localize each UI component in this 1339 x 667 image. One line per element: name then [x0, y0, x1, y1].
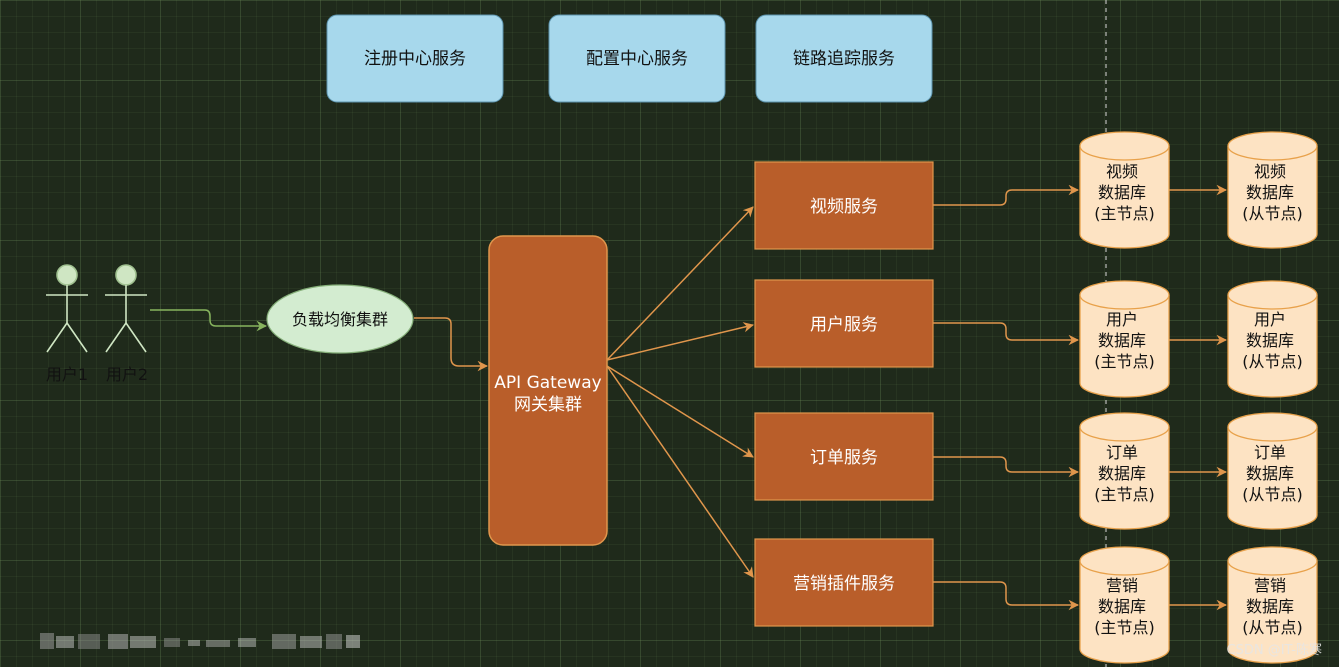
svg-text:营销 数据库 (主节点): 营销 数据库 (主节点)	[1094, 576, 1155, 637]
svg-text:视频 数据库 (主节点): 视频 数据库 (主节点)	[1094, 162, 1155, 223]
gateway-subtitle: 网关集群	[514, 395, 582, 415]
db-cylinder-video-slave[interactable]: 视频 数据库 (从节点)	[1227, 131, 1318, 249]
infra-box-tracing[interactable]: 链路追踪服务	[755, 14, 933, 103]
db-cylinder-video-master[interactable]: 视频 数据库 (主节点)	[1079, 131, 1170, 249]
db-label-line: 数据库	[1246, 331, 1294, 350]
db-label-line: 视频	[1106, 162, 1138, 181]
service-box-marketing[interactable]: 营销插件服务	[754, 538, 934, 627]
infra-label: 注册中心服务	[364, 49, 466, 69]
lb-label: 负载均衡集群	[292, 310, 388, 329]
db-label-line: (主节点)	[1094, 485, 1155, 504]
edge-user-to-master	[933, 322, 1080, 346]
db-label-line: 数据库	[1246, 597, 1294, 616]
service-box-order[interactable]: 订单服务	[754, 412, 934, 501]
service-label: 营销插件服务	[793, 574, 895, 594]
svg-text:订单 数据库 (主节点): 订单 数据库 (主节点)	[1094, 443, 1155, 504]
db-label-line: 数据库	[1098, 464, 1146, 483]
service-label: 用户服务	[810, 315, 878, 335]
user-actor-1[interactable]	[46, 264, 88, 353]
user-label-1: 用户1	[46, 365, 88, 384]
edge-user-to-lb	[150, 309, 268, 332]
svg-text:用户 数据库 (从节点): 用户 数据库 (从节点)	[1242, 310, 1303, 371]
db-label-line: (从节点)	[1242, 485, 1303, 504]
edge-gateway-to-video	[606, 206, 754, 361]
db-label-line: (主节点)	[1094, 618, 1155, 637]
user-label-2: 用户2	[106, 365, 148, 384]
infra-label: 配置中心服务	[586, 49, 688, 69]
service-box-user[interactable]: 用户服务	[754, 279, 934, 368]
db-label-line: 用户	[1254, 310, 1286, 329]
edge-order-to-master	[933, 456, 1080, 478]
infra-label: 链路追踪服务	[793, 49, 895, 69]
api-gateway-node[interactable]: API Gateway 网关集群	[488, 235, 608, 546]
edge-video-to-master	[933, 184, 1080, 206]
pixelated-caption	[40, 633, 360, 649]
watermark: CSDN @IT-陈寒	[1227, 642, 1322, 658]
infra-box-config[interactable]: 配置中心服务	[548, 14, 726, 103]
db-cylinder-user-slave[interactable]: 用户 数据库 (从节点)	[1227, 280, 1318, 398]
db-label-line: (从节点)	[1242, 618, 1303, 637]
db-label-line: 数据库	[1246, 183, 1294, 202]
db-label-line: 用户	[1106, 310, 1138, 329]
db-cylinder-user-master[interactable]: 用户 数据库 (主节点)	[1079, 280, 1170, 398]
edge-lb-to-gateway	[414, 317, 489, 372]
db-label-line: 订单	[1106, 443, 1138, 462]
infra-box-registry[interactable]: 注册中心服务	[326, 14, 504, 103]
db-label-line: 订单	[1254, 443, 1286, 462]
svg-text:营销 数据库 (从节点): 营销 数据库 (从节点)	[1242, 576, 1303, 637]
db-label-line: 数据库	[1098, 183, 1146, 202]
db-cylinder-marketing-slave[interactable]: 营销 数据库 (从节点)	[1227, 546, 1318, 664]
db-label-line: (从节点)	[1242, 352, 1303, 371]
db-label-line: 数据库	[1098, 597, 1146, 616]
user-actor-2[interactable]	[105, 264, 147, 353]
db-label-line: 营销	[1106, 576, 1138, 595]
edge-gateway-to-order	[606, 365, 754, 458]
edge-gateway-to-marketing	[606, 365, 754, 578]
db-label-line: (主节点)	[1094, 204, 1155, 223]
db-label-line: (主节点)	[1094, 352, 1155, 371]
actor-head-icon	[115, 264, 137, 286]
svg-text:订单 数据库 (从节点): 订单 数据库 (从节点)	[1242, 443, 1303, 504]
service-box-video[interactable]: 视频服务	[754, 161, 934, 250]
service-label: 订单服务	[810, 448, 878, 468]
db-cylinder-order-master[interactable]: 订单 数据库 (主节点)	[1079, 412, 1170, 530]
db-label-line: 营销	[1254, 576, 1286, 595]
db-cylinder-marketing-master[interactable]: 营销 数据库 (主节点)	[1079, 546, 1170, 664]
edge-marketing-to-master	[933, 581, 1080, 611]
edge-gateway-to-user	[606, 322, 755, 361]
db-label-line: 视频	[1254, 162, 1286, 181]
db-label-line: 数据库	[1098, 331, 1146, 350]
svg-text:视频 数据库 (从节点): 视频 数据库 (从节点)	[1242, 162, 1303, 223]
actor-head-icon	[56, 264, 78, 286]
gateway-title: API Gateway	[494, 373, 601, 393]
db-label-line: (从节点)	[1242, 204, 1303, 223]
db-cylinder-order-slave[interactable]: 订单 数据库 (从节点)	[1227, 412, 1318, 530]
svg-text:用户 数据库 (主节点): 用户 数据库 (主节点)	[1094, 310, 1155, 371]
db-label-line: 数据库	[1246, 464, 1294, 483]
load-balancer-node[interactable]: 负载均衡集群	[266, 284, 414, 354]
service-label: 视频服务	[810, 197, 878, 217]
